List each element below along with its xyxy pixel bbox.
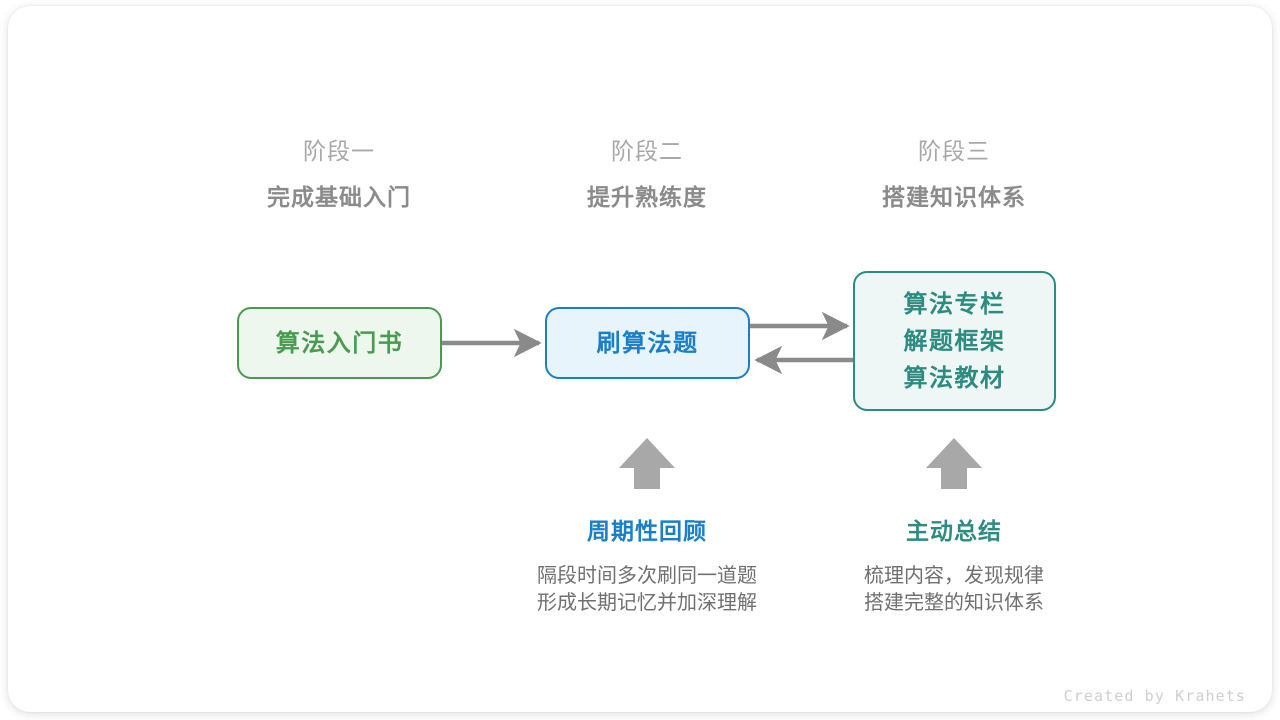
stage-header-two: 阶段二 提升熟练度 xyxy=(517,136,777,212)
diagram-canvas: 阶段一 完成基础入门 阶段二 提升熟练度 阶段三 搭建知识体系 算法入门书 刷算… xyxy=(8,6,1272,712)
node-intro-book-line-1: 算法入门书 xyxy=(275,329,404,357)
note-summary-desc-line-1: 梳理内容，发现规律 xyxy=(864,565,1044,587)
stage-one-subtitle: 完成基础入门 xyxy=(267,184,411,210)
stage-header-one: 阶段一 完成基础入门 xyxy=(209,136,469,212)
node-practice[interactable]: 刷算法题 xyxy=(545,307,750,379)
stage-one-number: 阶段一 xyxy=(303,138,375,164)
note-review-title: 周期性回顾 xyxy=(587,518,707,544)
node-resources-line-2: 解题框架 xyxy=(903,327,1006,355)
node-resources-line-1: 算法专栏 xyxy=(903,290,1006,318)
note-review: 周期性回顾 隔段时间多次刷同一道题 形成长期记忆并加深理解 xyxy=(497,516,797,617)
node-intro-book[interactable]: 算法入门书 xyxy=(237,307,442,379)
stage-three-number: 阶段三 xyxy=(918,138,990,164)
note-summary: 主动总结 梳理内容，发现规律 搭建完整的知识体系 xyxy=(804,516,1104,617)
edge-review-up xyxy=(619,438,675,489)
stage-header-three: 阶段三 搭建知识体系 xyxy=(824,136,1084,212)
node-practice-line-1: 刷算法题 xyxy=(596,329,699,357)
node-resources[interactable]: 算法专栏 解题框架 算法教材 xyxy=(853,271,1056,411)
stage-two-subtitle: 提升熟练度 xyxy=(587,184,707,210)
watermark-credit: Created by Krahets xyxy=(1063,687,1246,705)
node-resources-line-3: 算法教材 xyxy=(903,364,1006,392)
diagram-card: 阶段一 完成基础入门 阶段二 提升熟练度 阶段三 搭建知识体系 算法入门书 刷算… xyxy=(8,6,1272,712)
edge-layer xyxy=(442,311,982,489)
note-summary-desc-line-2: 搭建完整的知识体系 xyxy=(864,592,1044,614)
note-review-desc-line-2: 形成长期记忆并加深理解 xyxy=(537,592,757,614)
note-summary-title: 主动总结 xyxy=(906,518,1002,544)
stage-two-number: 阶段二 xyxy=(611,138,683,164)
edge-summary-up xyxy=(926,438,982,489)
stage-three-subtitle: 搭建知识体系 xyxy=(882,184,1026,210)
note-review-desc-line-1: 隔段时间多次刷同一道题 xyxy=(537,565,757,587)
